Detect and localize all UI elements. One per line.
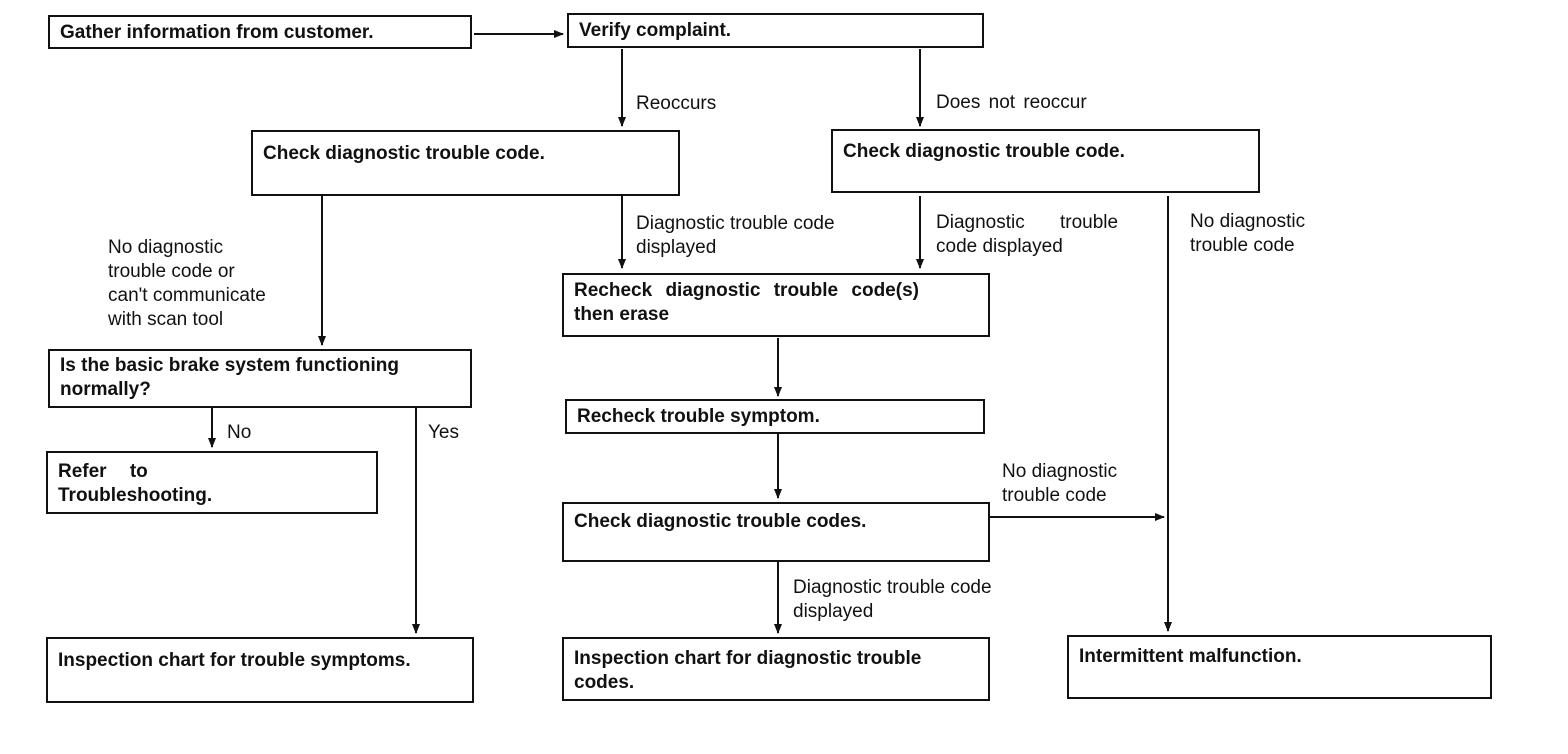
label-line: Diagnostic trouble code (793, 577, 992, 598)
node-gather-information: Gather information from customer. (48, 15, 472, 49)
label-no-dtc-or-no-comm: No diagnostic trouble code or can't comm… (108, 236, 266, 332)
label-dtc-displayed-middle: Diagnostic trouble code displayed (636, 212, 835, 260)
label-line: trouble code (1002, 485, 1107, 506)
label-line: displayed (793, 601, 874, 622)
node-text-line-1: Recheck diagnostic trouble code(s) (574, 280, 919, 301)
node-text-line-1: Inspection chart for diagnostic trouble (574, 648, 922, 669)
node-text-line-2: codes. (574, 672, 635, 693)
node-basic-brake-system: Is the basic brake system functioning no… (48, 349, 472, 408)
label-no-dtc-right: No diagnostic trouble code (1190, 210, 1305, 258)
node-text: Intermittent malfunction. (1079, 646, 1302, 667)
label-dtc-displayed-lower: Diagnostic trouble code displayed (793, 576, 992, 624)
label-line: No diagnostic (108, 237, 224, 258)
node-text-line-2: Troubleshooting. (58, 485, 213, 506)
node-inspection-trouble-symptoms: Inspection chart for trouble symptoms. (46, 637, 474, 703)
label-line: can't communicate (108, 285, 266, 306)
node-inspection-diagnostic-codes: Inspection chart for diagnostic trouble … (562, 637, 990, 701)
label-line: trouble code or (108, 261, 235, 282)
label-dtc-displayed-right: Diagnostic trouble code displayed (936, 211, 1118, 259)
node-text-line-1: Is the basic brake system functioning (60, 355, 399, 376)
node-check-dtcs: Check diagnostic trouble codes. (562, 502, 990, 562)
node-text: Inspection chart for trouble symptoms. (58, 650, 411, 671)
node-text-line-2: normally? (60, 379, 151, 400)
label-no-dtc-lower: No diagnostic trouble code (1002, 460, 1117, 508)
label-line: No diagnostic (1190, 211, 1306, 232)
label-does-not-reoccur: Does not reoccur (936, 92, 1087, 113)
label-no: No (227, 422, 252, 443)
node-text-line-2: then erase (574, 304, 670, 325)
node-check-dtc-left: Check diagnostic trouble code. (251, 130, 680, 196)
label-line: with scan tool (108, 309, 224, 330)
node-text: Check diagnostic trouble code. (843, 141, 1125, 162)
node-intermittent-malfunction: Intermittent malfunction. (1067, 635, 1492, 699)
node-check-dtc-right: Check diagnostic trouble code. (831, 129, 1260, 193)
label-line: displayed (636, 237, 717, 258)
label-line: No diagnostic (1002, 461, 1118, 482)
node-text: Verify complaint. (579, 20, 732, 41)
node-text: Recheck trouble symptom. (577, 406, 820, 427)
node-verify-complaint: Verify complaint. (567, 13, 984, 48)
label-yes: Yes (428, 422, 459, 443)
node-text: Check diagnostic trouble codes. (574, 511, 867, 532)
node-recheck-dtc-erase: Recheck diagnostic trouble code(s) then … (562, 273, 990, 337)
node-text: Check diagnostic trouble code. (263, 143, 545, 164)
node-recheck-trouble-symptom: Recheck trouble symptom. (565, 399, 985, 434)
label-line: Diagnostic trouble code (636, 213, 835, 234)
label-line: trouble code (1190, 235, 1295, 256)
label-line: code displayed (936, 236, 1063, 257)
node-text-line-1: Refer to (58, 461, 148, 482)
node-refer-troubleshooting: Refer to Troubleshooting. (46, 451, 378, 514)
label-reoccurs: Reoccurs (636, 93, 717, 114)
label-line: Diagnostic trouble (936, 212, 1119, 233)
node-text: Gather information from customer. (60, 22, 374, 43)
